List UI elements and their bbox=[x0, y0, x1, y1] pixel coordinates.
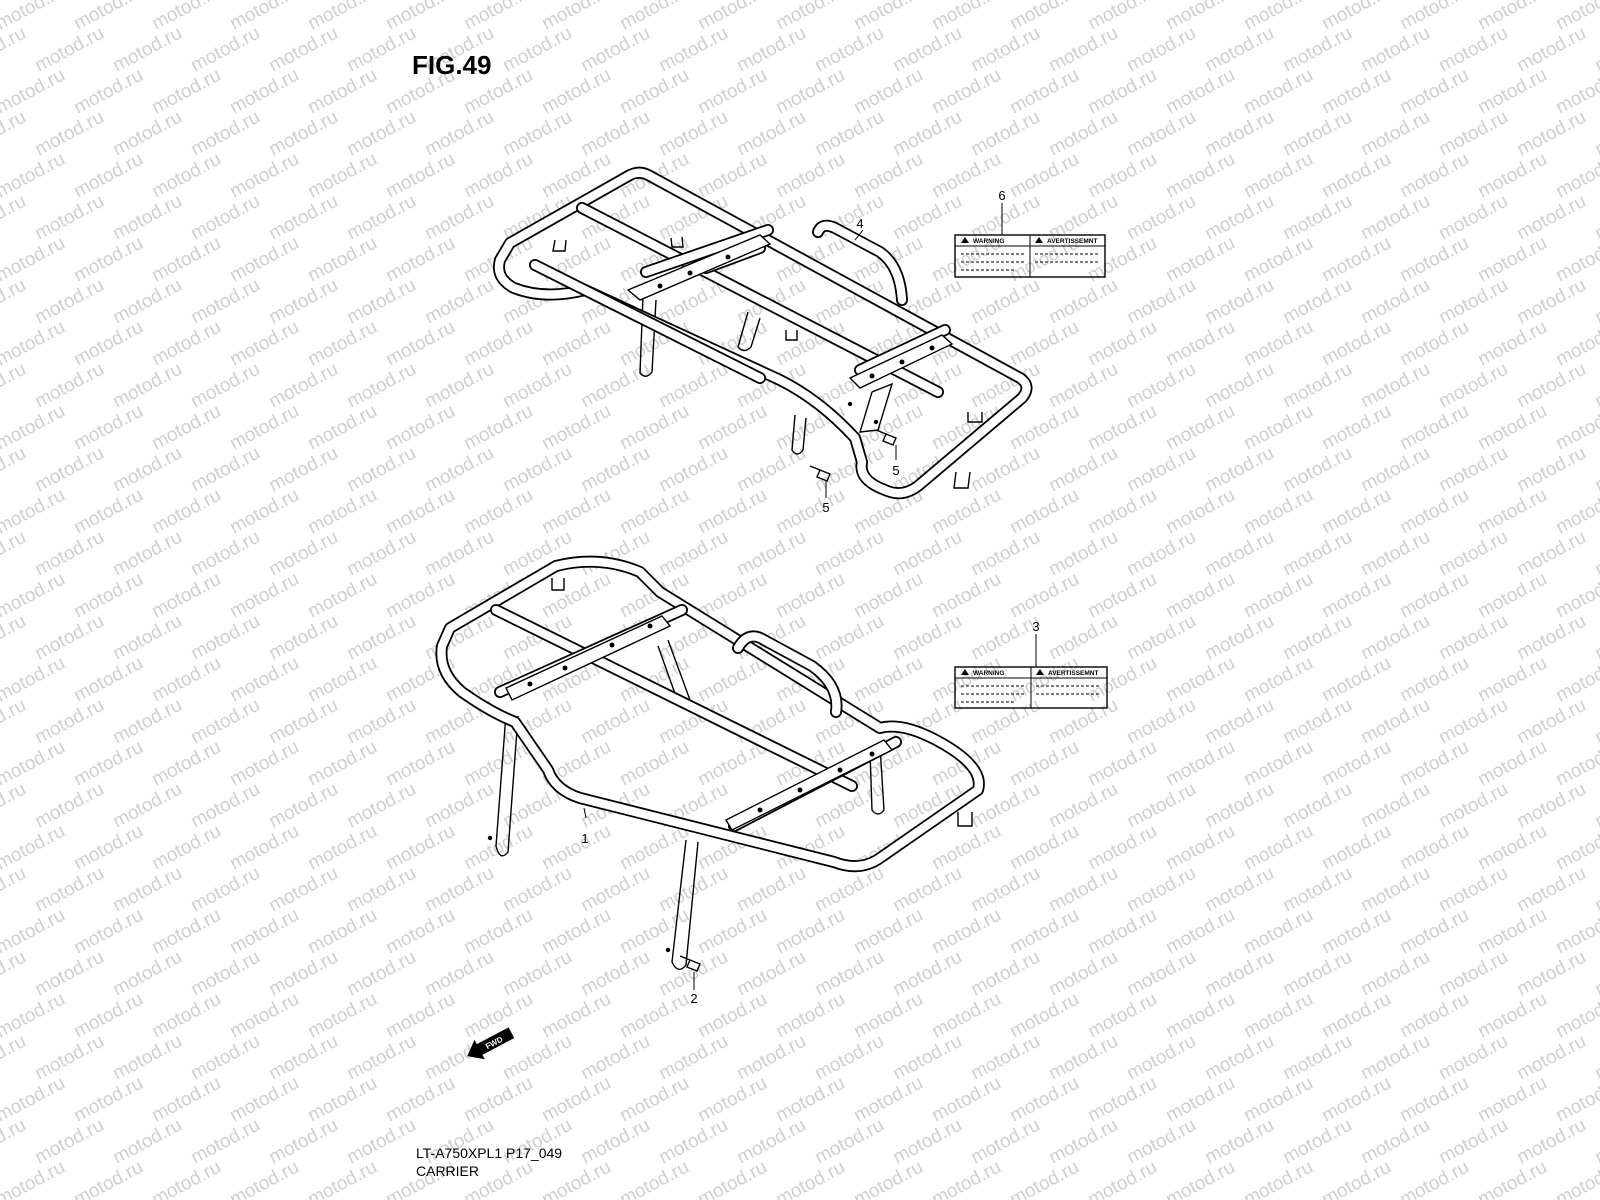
warning-label-3: WARNING AVERTISSEMNT bbox=[954, 666, 1108, 709]
callout-2: 2 bbox=[690, 991, 697, 1006]
bolt-2 bbox=[679, 955, 701, 972]
bolt-5-left bbox=[809, 465, 831, 482]
callout-6: 6 bbox=[998, 188, 1005, 203]
label6-avertissement: AVERTISSEMNT bbox=[1047, 238, 1097, 245]
figure-title: FIG.49 bbox=[412, 50, 492, 80]
figure-code: LT-A750XPL1 P17_049 bbox=[416, 1145, 563, 1161]
front-carrier bbox=[435, 555, 985, 972]
warning-label-6: WARNING AVERTISSEMNT bbox=[954, 234, 1106, 278]
callout-4: 4 bbox=[856, 216, 863, 231]
rear-carrier bbox=[493, 166, 1033, 500]
callout-5-left: 5 bbox=[822, 500, 829, 515]
label6-warning: WARNING bbox=[973, 238, 1004, 245]
callout-3: 3 bbox=[1032, 619, 1039, 634]
figure-subtitle: CARRIER bbox=[416, 1163, 480, 1179]
bolt-5-right bbox=[875, 429, 897, 446]
fwd-arrow-icon: FWD bbox=[467, 1027, 515, 1060]
callout-1: 1 bbox=[581, 831, 588, 846]
callout-5-right: 5 bbox=[892, 463, 899, 478]
label3-avertissement: AVERTISSEMNT bbox=[1048, 670, 1098, 677]
label3-warning: WARNING bbox=[973, 670, 1004, 677]
